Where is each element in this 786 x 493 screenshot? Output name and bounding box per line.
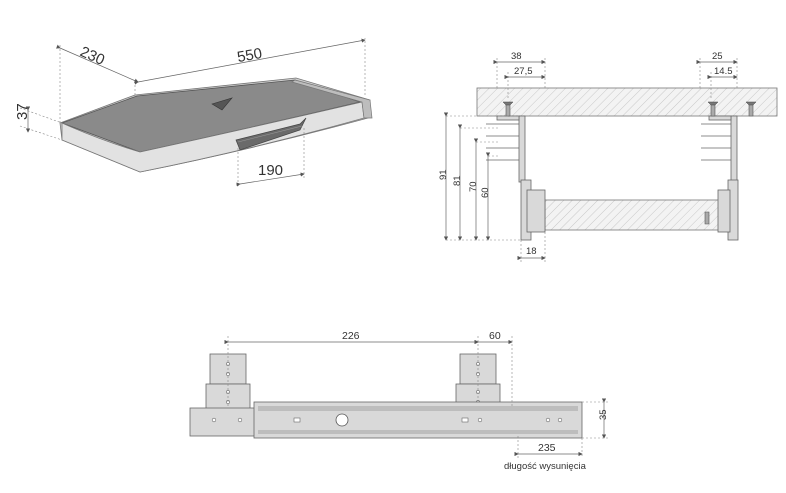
- screw-icon: [710, 103, 716, 117]
- dim-27-5: 27,5: [514, 66, 533, 77]
- extension-label: długość wysunięcia: [504, 461, 587, 472]
- screw-icon: [505, 103, 511, 117]
- dim-37: 37: [14, 103, 31, 120]
- dim-35: 35: [598, 409, 609, 420]
- rail-hole: [335, 413, 349, 427]
- dim-226: 226: [342, 330, 360, 342]
- keyboard-tray-drawing: 230 550 37 190: [14, 38, 373, 187]
- dim-25: 25: [712, 51, 723, 62]
- dim-81: 81: [452, 175, 463, 186]
- dim-18: 18: [526, 246, 537, 257]
- dim-190: 190: [258, 162, 283, 179]
- dim-91: 91: [438, 169, 449, 180]
- dim-550: 550: [236, 45, 264, 66]
- side-section-drawing: 38 27,5 25 14.5 91 81 70 60 18: [438, 51, 778, 262]
- screw-icon: [748, 103, 754, 117]
- tray-marker-icon: [211, 97, 233, 111]
- slide-rail-drawing: 226 60 35 235 długość wysunięcia: [189, 330, 610, 472]
- dim-70: 70: [468, 181, 479, 192]
- right-bracket: [701, 101, 757, 241]
- dim-235: 235: [538, 442, 556, 454]
- screw-icon: [704, 211, 710, 225]
- dim-60: 60: [480, 187, 491, 198]
- left-bracket: [486, 101, 546, 241]
- dim-14-5: 14.5: [714, 66, 733, 77]
- dim-230: 230: [77, 43, 107, 69]
- dim-60: 60: [489, 330, 501, 342]
- dim-38: 38: [511, 51, 522, 62]
